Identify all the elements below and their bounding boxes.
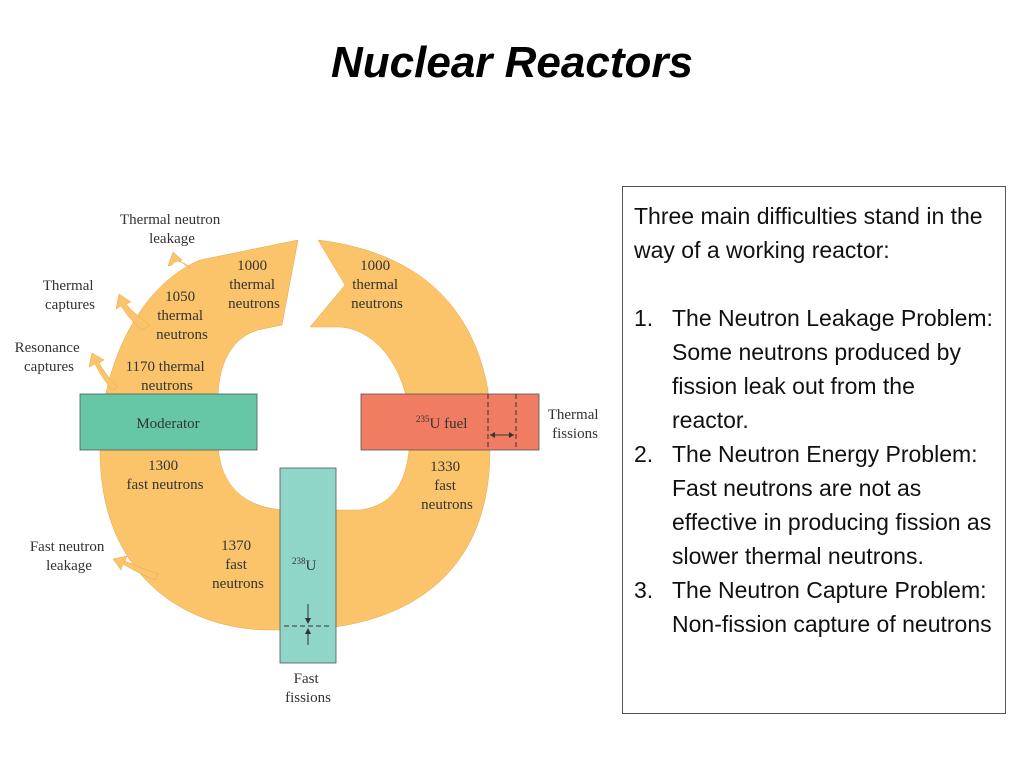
difficulties-list: 1. The Neutron Leakage Problem: Some neut… xyxy=(634,301,995,641)
thermal-1000-left-label: 1000 thermal neutrons xyxy=(228,258,280,312)
u238-label: 238U xyxy=(292,556,317,574)
fast-neutron-leakage-label: Fast neutron leakage xyxy=(30,539,108,574)
thermal-captures-label: Thermal captures xyxy=(43,278,98,313)
u235-fuel-block xyxy=(360,393,540,451)
u235-superscript: 235 xyxy=(416,414,430,424)
slide-title: Nuclear Reactors xyxy=(331,38,693,87)
thermal-fissions-label: Thermal fissions xyxy=(548,407,603,442)
fast-neutron-leakage-arrow xyxy=(112,555,159,581)
fast-1300-label: 1300 fast neutrons xyxy=(126,458,203,493)
difficulties-textbox: Three main difficulties stand in the way… xyxy=(622,186,1006,714)
thermal-captures-arrow xyxy=(115,293,151,331)
u235-fuel-label: 235U fuel xyxy=(416,414,467,432)
list-number: 2. xyxy=(634,441,654,467)
thermal-1170-label: 1170 thermal neutrons xyxy=(126,359,209,394)
list-item: 2. The Neutron Energy Problem: Fast neutr… xyxy=(634,437,995,573)
fast-1370-label: 1370 fast neutrons xyxy=(212,538,264,592)
u238-label-text: U xyxy=(306,558,317,574)
u235-label-text: U fuel xyxy=(430,416,468,432)
thermal-1000-right-label: 1000 thermal neutrons xyxy=(351,258,403,312)
thermal-neutron-leakage-arrow xyxy=(167,251,191,269)
fast-fissions-label: Fast fissions xyxy=(285,671,331,706)
thermal-neutron-leakage-label: Thermal neutron leakage xyxy=(120,212,224,247)
list-number: 3. xyxy=(634,577,654,603)
list-item-text: The Neutron Capture Problem: Non-fission… xyxy=(672,577,992,637)
moderator-label: Moderator xyxy=(136,416,199,432)
list-item: 1. The Neutron Leakage Problem: Some neut… xyxy=(634,301,995,437)
moderator-block xyxy=(79,393,258,451)
list-number: 1. xyxy=(634,305,654,331)
resonance-captures-label: Resonance captures xyxy=(15,340,84,375)
list-item-text: The Neutron Energy Problem: Fast neutron… xyxy=(672,441,992,569)
u238-superscript: 238 xyxy=(292,556,306,566)
resonance-captures-arrow xyxy=(88,352,119,391)
list-item: 3. The Neutron Capture Problem: Non-fissi… xyxy=(634,573,995,641)
thermal-1050-label: 1050 thermal neutrons xyxy=(156,289,208,343)
fast-1330-label: 1330 fast neutrons xyxy=(421,459,473,513)
neutron-cycle-diagram: Moderator 235U fuel 238U Thermal neutron… xyxy=(15,212,603,706)
list-item-text: The Neutron Leakage Problem: Some neutro… xyxy=(672,305,993,433)
intro-text: Three main difficulties stand in the way… xyxy=(634,203,983,263)
